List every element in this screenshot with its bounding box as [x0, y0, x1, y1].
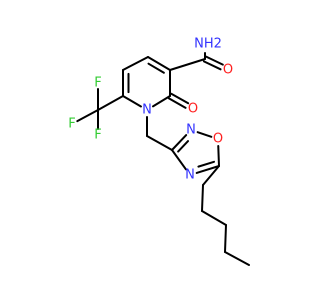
atom-label-f-bottom: F [94, 128, 101, 143]
bond [122, 56, 149, 71]
bond [170, 92, 190, 105]
bond [171, 149, 187, 171]
bond [171, 134, 188, 151]
bond [146, 135, 173, 151]
atom-label-f-top: F [94, 76, 101, 91]
bond [201, 210, 227, 226]
bond [177, 140, 190, 153]
bond [151, 95, 171, 108]
bond [202, 165, 220, 186]
atom-label-o-oxa: O [213, 132, 223, 147]
bond [195, 165, 220, 174]
atom-label-n-pyr: N [142, 103, 152, 118]
bond [202, 60, 222, 71]
bond [201, 184, 204, 212]
atom-label-nh2: NH2 [194, 37, 222, 52]
bond [122, 95, 142, 108]
bond [147, 56, 171, 71]
bond [197, 160, 216, 168]
atom-label-o-ring: O [188, 102, 198, 117]
bond [97, 95, 124, 111]
bonds [76, 52, 250, 266]
bond [147, 62, 165, 74]
bond [169, 58, 206, 71]
bond [217, 144, 220, 167]
atom-label-o-amide: O [223, 63, 233, 78]
atom-label-n-oxa-top: N [186, 123, 196, 138]
bond [196, 131, 213, 138]
bond [205, 55, 224, 66]
atom-label-n-oxa-bottom: N [185, 168, 195, 183]
bond [167, 97, 187, 109]
bond [224, 224, 227, 253]
atom-label-f-left: F [68, 117, 75, 132]
bond [76, 109, 99, 123]
bond [224, 251, 250, 266]
